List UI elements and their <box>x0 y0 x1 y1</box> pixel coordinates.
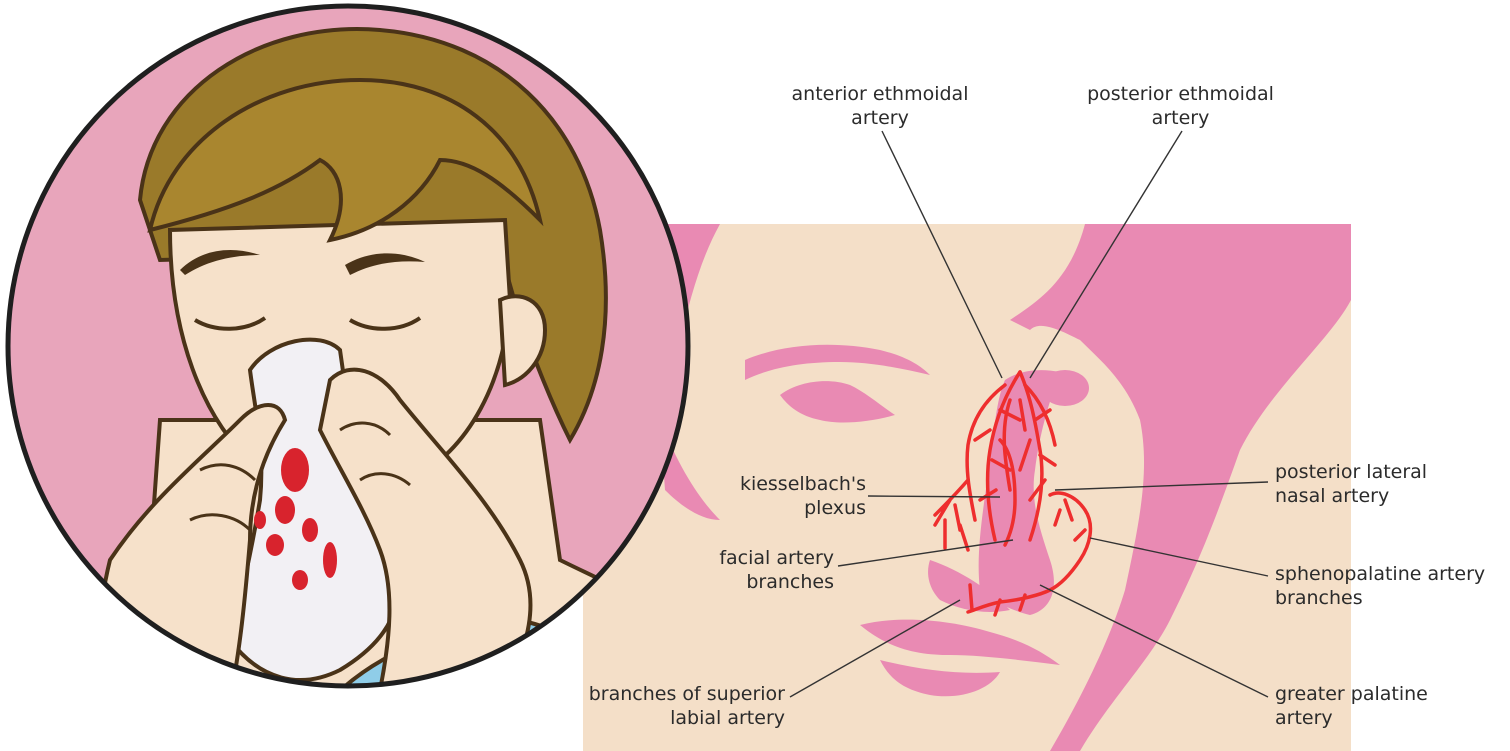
label-posterior-ethmoidal-artery: posterior ethmoidal artery <box>1078 82 1283 130</box>
label-line: branches <box>680 570 834 594</box>
label-line: plexus <box>710 496 866 520</box>
label-line: posterior ethmoidal <box>1078 82 1283 106</box>
label-line: sphenopalatine artery <box>1275 562 1507 586</box>
label-line: nasal artery <box>1275 484 1475 508</box>
label-branches-of-superior-labial-artery: branches of superior labial artery <box>545 682 785 730</box>
label-line: anterior ethmoidal <box>785 82 975 106</box>
label-line: kiesselbach's <box>710 472 866 496</box>
label-posterior-lateral-nasal-artery: posterior lateral nasal artery <box>1275 460 1475 508</box>
label-anterior-ethmoidal-artery: anterior ethmoidal artery <box>785 82 975 130</box>
label-line: artery <box>1078 106 1283 130</box>
anatomy-panel <box>583 131 1351 751</box>
label-greater-palatine-artery: greater palatine artery <box>1275 682 1475 730</box>
label-line: posterior lateral <box>1275 460 1475 484</box>
label-sphenopalatine-artery-branches: sphenopalatine artery branches <box>1275 562 1507 610</box>
label-line: branches of superior <box>545 682 785 706</box>
label-line: branches <box>1275 586 1507 610</box>
label-line: artery <box>785 106 975 130</box>
label-kiesselbachs-plexus: kiesselbach's plexus <box>710 472 866 520</box>
label-facial-artery-branches: facial artery branches <box>680 546 834 594</box>
label-line: labial artery <box>545 706 785 730</box>
label-line: facial artery <box>680 546 834 570</box>
label-line: greater palatine <box>1275 682 1475 706</box>
label-line: artery <box>1275 706 1475 730</box>
